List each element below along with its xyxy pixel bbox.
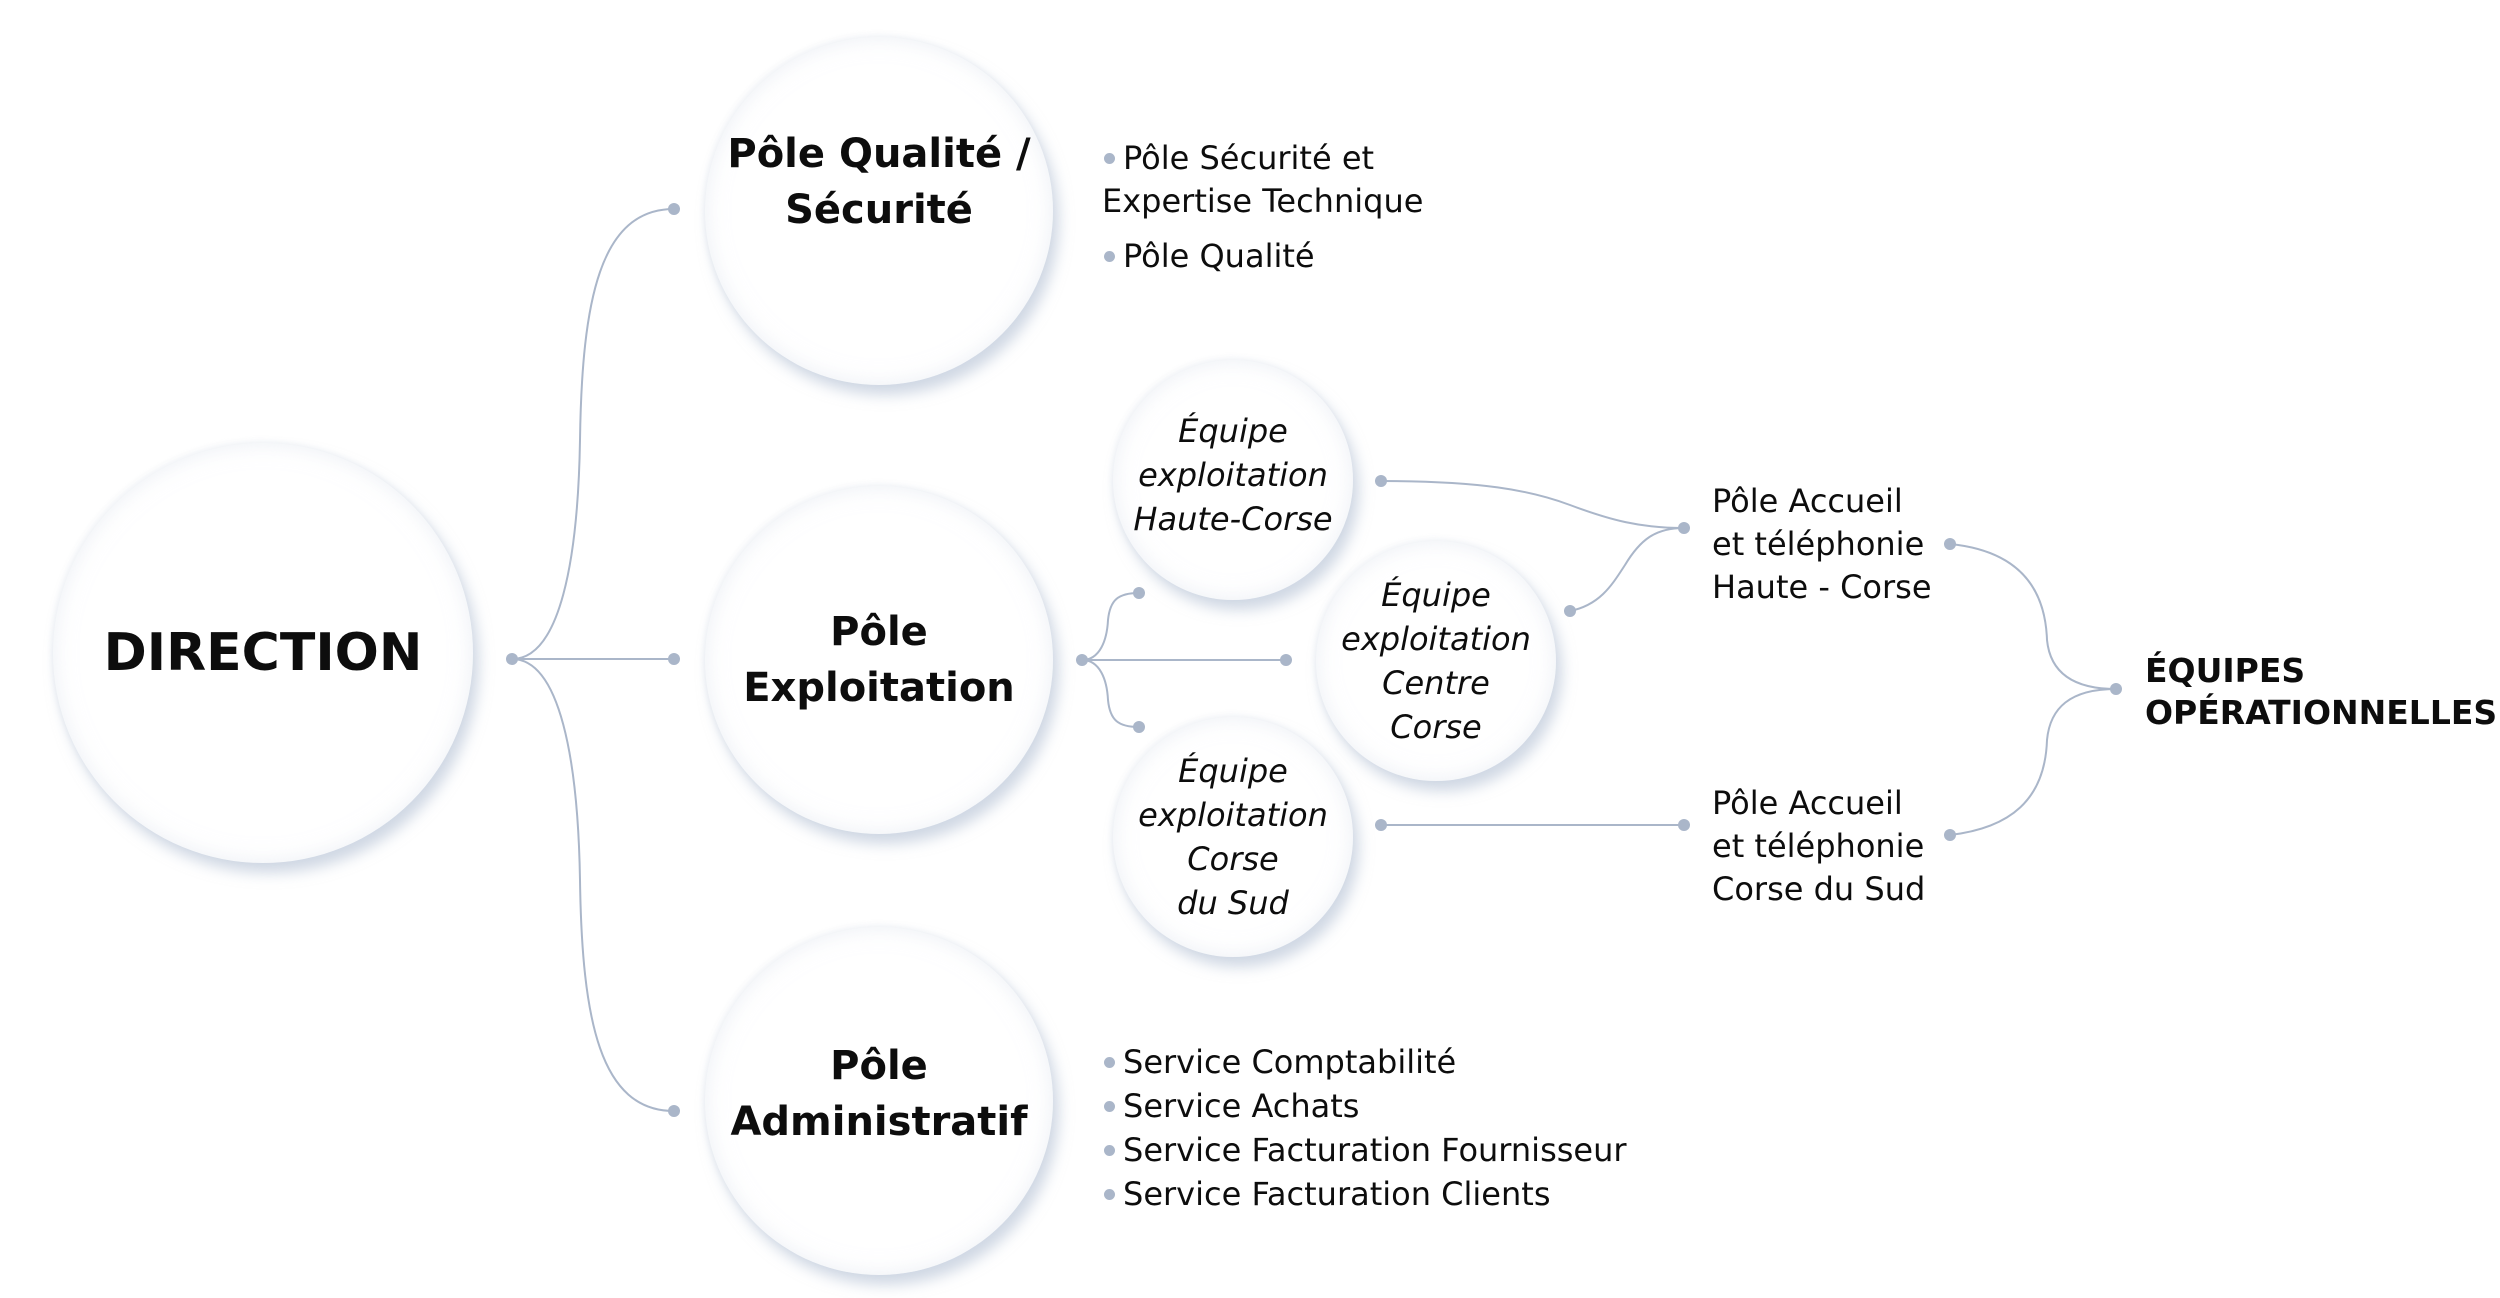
list-item-line2: Expertise Technique <box>1102 182 1424 220</box>
node-pole-administratif: Pôle Administratif <box>705 927 1053 1275</box>
bullet-icon <box>1104 1145 1115 1156</box>
list-item-line1: Pôle Qualité <box>1123 237 1315 275</box>
connector-direction-administratif <box>511 658 675 1112</box>
connector-accueil-sud-final <box>1949 688 2117 836</box>
connector-dot <box>1133 721 1145 733</box>
node-pole-qualite: Pôle Qualité / Sécurité <box>705 37 1053 385</box>
equipes-operationnelles-label: ÉQUIPES OPÉRATIONNELLES <box>2145 651 2498 732</box>
list-item: Pôle Qualité <box>1102 235 1423 278</box>
bullet-icon <box>1104 1057 1115 1068</box>
list-item-text: Service Facturation Fournisseur <box>1123 1131 1627 1169</box>
bullet-icon <box>1104 1189 1115 1200</box>
bullet-icon <box>1104 251 1115 262</box>
node-pole-administratif-label: Pôle Administratif <box>730 1043 1028 1145</box>
connector-dot <box>1076 654 1088 666</box>
list-item-text: Service Achats <box>1123 1087 1360 1125</box>
node-team-corse-du-sud-label: Équipe exploitation Corse du Sud <box>1138 752 1328 922</box>
node-team-centre-corse: Équipe exploitation Centre Corse <box>1316 541 1556 781</box>
connector-dot <box>1133 587 1145 599</box>
connector-dot <box>1375 475 1387 487</box>
list-item: Service Facturation Clients <box>1102 1172 1627 1216</box>
list-item-text: Service Facturation Clients <box>1123 1175 1551 1213</box>
connector-dot <box>668 653 680 665</box>
connector-dot <box>668 203 680 215</box>
connector-dot <box>1944 538 1956 550</box>
pole-qualite-list: Pôle Sécurité et Expertise Technique Pôl… <box>1102 137 1423 278</box>
node-direction: DIRECTION <box>53 443 473 863</box>
accueil-haute-corse: Pôle Accueil et téléphonie Haute - Corse <box>1712 482 1932 606</box>
connector-accueil-hc-final <box>1949 543 2117 690</box>
node-team-haute-corse: Équipe exploitation Haute-Corse <box>1113 360 1353 600</box>
accueil-corse-du-sud: Pôle Accueil et téléphonie Corse du Sud <box>1712 784 1926 908</box>
node-pole-exploitation: Pôle Exploitation <box>705 486 1053 834</box>
node-team-haute-corse-label: Équipe exploitation Haute-Corse <box>1133 412 1333 538</box>
node-pole-exploitation-label: Pôle Exploitation <box>743 609 1015 711</box>
list-item-text: Service Comptabilité <box>1123 1043 1457 1081</box>
list-item: Service Facturation Fournisseur <box>1102 1128 1627 1172</box>
connector-dot <box>2110 683 2122 695</box>
connector-direction-qualite <box>511 208 675 660</box>
connector-dot <box>668 1105 680 1117</box>
connector-exploitation-sud <box>1081 659 1140 728</box>
connector-dot <box>1678 522 1690 534</box>
connector-dot <box>1564 605 1576 617</box>
bullet-icon <box>1104 1101 1115 1112</box>
pole-administratif-list: Service Comptabilité Service Achats Serv… <box>1102 1040 1627 1216</box>
connector-haute-corse-accueil <box>1380 480 1685 529</box>
connector-dot <box>1944 829 1956 841</box>
list-item: Service Achats <box>1102 1084 1627 1128</box>
list-item-line1: Pôle Sécurité et <box>1123 139 1375 177</box>
connector-dot <box>506 653 518 665</box>
node-team-centre-corse-label: Équipe exploitation Centre Corse <box>1341 576 1531 746</box>
connector-centre-accueil <box>1569 527 1685 612</box>
connector-dot <box>1375 819 1387 831</box>
node-pole-qualite-label: Pôle Qualité / Sécurité <box>727 131 1031 233</box>
bullet-icon <box>1104 153 1115 164</box>
list-item: Pôle Sécurité et Expertise Technique <box>1102 137 1423 223</box>
list-item: Service Comptabilité <box>1102 1040 1627 1084</box>
node-direction-label: DIRECTION <box>103 623 423 683</box>
connector-exploitation-haute-corse <box>1081 592 1140 661</box>
connector-dot <box>1280 654 1292 666</box>
connector-dot <box>1678 819 1690 831</box>
node-team-corse-du-sud: Équipe exploitation Corse du Sud <box>1113 717 1353 957</box>
